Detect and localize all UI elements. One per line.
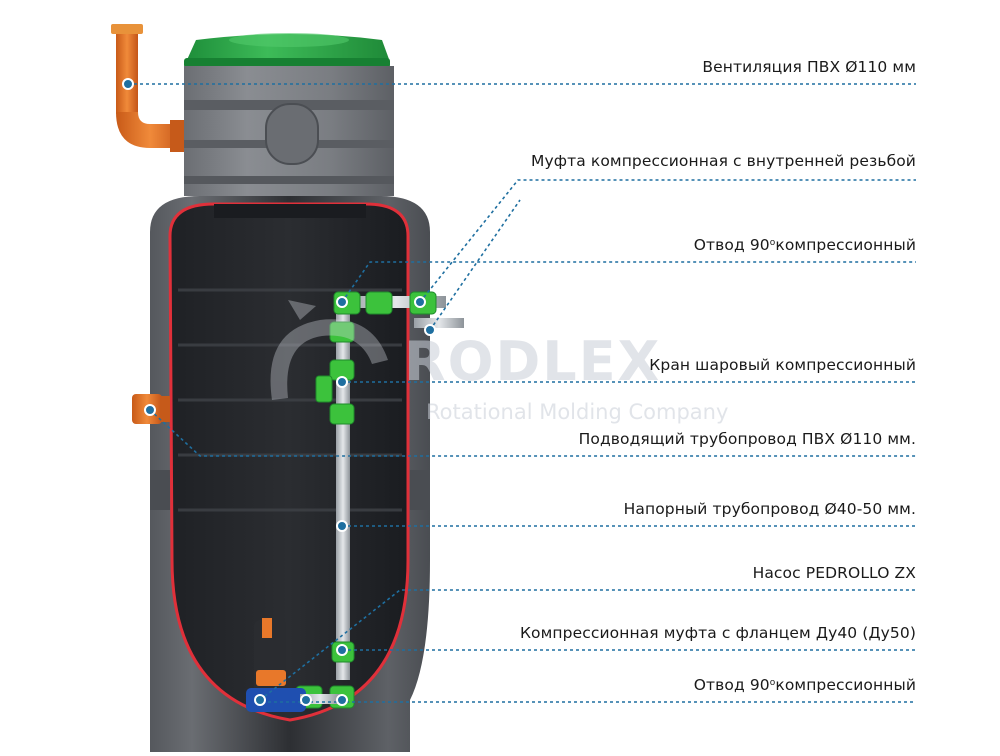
label-ball-valve: Кран шаровый компрессионный [649, 356, 916, 374]
label-elbow-top-text-b: компрессионный [775, 236, 916, 254]
label-flange-coupling: Компрессионная муфта с фланцем Ду40 (Ду5… [519, 624, 916, 642]
watermark-tagline: Rotational Molding Company [426, 400, 729, 424]
label-pump: Насос PEDROLLO ZX [752, 564, 916, 582]
watermark-brand: RODLEX [404, 330, 662, 393]
tank-body [150, 196, 430, 752]
label-elbow-bottom-text: Отвод 90 [693, 676, 770, 694]
label-coupling-thread: Муфта компрессионная с внутренней резьбо… [531, 152, 916, 170]
pump [246, 618, 340, 712]
degree-mark: o [769, 678, 776, 688]
ventilation-pipe [111, 24, 184, 152]
label-elbow-bottom: Отвод 90oкомпрессионный [694, 676, 916, 694]
marker-dots [122, 78, 436, 706]
tank-neck [184, 66, 394, 196]
label-elbow-top-text: Отвод 90 [693, 236, 770, 254]
label-elbow-top: Отвод 90oкомпрессионный [694, 236, 916, 254]
label-inlet-pipe: Подводящий трубопровод ПВХ Ø110 мм. [578, 430, 916, 448]
label-pressure-pipe: Напорный трубопровод Ø40-50 мм. [623, 500, 916, 518]
label-elbow-bottom-text-b: компрессионный [775, 676, 916, 694]
degree-mark: o [769, 238, 776, 248]
label-ventilation: Вентиляция ПВХ Ø110 мм [702, 58, 916, 76]
green-lid [184, 33, 390, 68]
watermark-logo-icon [270, 300, 388, 400]
leader-lines [128, 83, 916, 703]
